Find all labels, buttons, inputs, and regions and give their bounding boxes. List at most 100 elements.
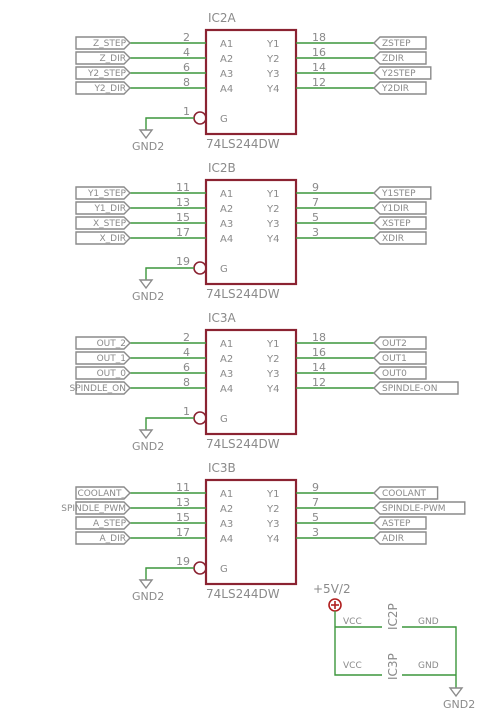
input-pin-number: 6 (183, 361, 190, 374)
output-pin-name: Y3 (266, 519, 279, 530)
output-net-label-text: OUT2 (382, 339, 407, 349)
output-pin-number: 3 (312, 226, 319, 239)
output-pin-name: Y1 (266, 489, 279, 500)
output-net-label (373, 501, 466, 515)
gnd-triangle-power (448, 687, 464, 698)
ic3p-vcc-pin: VCC (343, 661, 362, 671)
output-pin-number: 7 (312, 196, 319, 209)
enable-wire (145, 117, 194, 130)
output-pin-name: Y2 (266, 54, 279, 65)
input-pin-name: A3 (220, 219, 233, 230)
output-pin-number: 18 (312, 331, 326, 344)
output-pin-name: Y3 (266, 69, 279, 80)
input-pin-name: A3 (220, 369, 233, 380)
input-pin-name: A4 (220, 84, 233, 95)
gnd-triangle (138, 129, 154, 140)
gnd-triangle (138, 429, 154, 440)
output-pin-number: 12 (312, 76, 326, 89)
enable-pin-name: G (220, 264, 228, 275)
power-section: +5V/2 VCC GND IC2P VCC GND IC3P GND2 (313, 582, 475, 711)
enable-pin-name: G (220, 114, 228, 125)
input-net-label-text: COOLANT_ (77, 489, 126, 499)
input-net-label-text: Z_STEP (93, 39, 127, 49)
ic-value: 74LS244DW (206, 137, 280, 151)
input-net-label (75, 216, 131, 230)
input-pin-name: A1 (220, 489, 233, 500)
input-net-label-text: Y2_STEP (87, 69, 127, 79)
enable-wire (145, 567, 194, 580)
input-net-label-text: Y2_DIR (93, 84, 126, 94)
ic-name: IC3A (208, 311, 237, 325)
input-pin-number: 4 (183, 346, 190, 359)
power-wires (334, 611, 457, 688)
output-pin-number: 3 (312, 526, 319, 539)
input-pin-number: 4 (183, 46, 190, 59)
output-net-label-text: Y2DIR (381, 84, 409, 94)
output-pin-name: Y2 (266, 504, 279, 515)
input-pin-name: A4 (220, 384, 233, 395)
output-net-label-text: SPINDLE-PWM (382, 504, 446, 514)
output-pin-name: Y4 (266, 384, 279, 395)
output-net-label-text: OUT0 (382, 369, 407, 379)
output-pin-number: 5 (312, 511, 319, 524)
input-net-label (75, 381, 131, 395)
output-pin-number: 9 (312, 181, 319, 194)
output-pin-number: 16 (312, 46, 326, 59)
output-pin-number: 12 (312, 376, 326, 389)
ic-value: 74LS244DW (206, 437, 280, 451)
ic-value: 74LS244DW (206, 587, 280, 601)
input-pin-name: A4 (220, 234, 233, 245)
enable-pin-number: 19 (176, 555, 190, 568)
input-pin-number: 6 (183, 61, 190, 74)
output-net-label (373, 51, 427, 65)
output-net-label-text: OUT1 (382, 354, 407, 364)
ic-value: 74LS244DW (206, 287, 280, 301)
output-pin-number: 7 (312, 496, 319, 509)
output-net-label (373, 351, 427, 365)
enable-pin-number: 1 (183, 105, 190, 118)
supply-symbol: +5V/2 (313, 582, 351, 612)
output-net-label-text: XSTEP (382, 219, 411, 229)
output-net-label-text: ZDIR (382, 54, 404, 64)
ic-name: IC2B (208, 161, 236, 175)
input-pin-name: A2 (220, 354, 233, 365)
power-unit-ic3p: VCC GND IC3P (343, 653, 439, 680)
input-pin-number: 17 (176, 226, 190, 239)
input-pin-name: A1 (220, 339, 233, 350)
ic-body (204, 328, 298, 436)
output-pin-name: Y2 (266, 354, 279, 365)
enable-wire (145, 417, 194, 430)
input-net-label (75, 81, 131, 95)
input-pin-name: A3 (220, 69, 233, 80)
gnd-symbol-power: GND2 (443, 687, 475, 711)
input-net-label-text: Y1_STEP (87, 189, 127, 199)
input-net-label-text: X_DIR (99, 234, 126, 244)
input-pin-number: 8 (183, 76, 190, 89)
output-net-label (373, 36, 427, 50)
gnd-label-power: GND2 (443, 698, 475, 711)
output-pin-name: Y1 (266, 339, 279, 350)
input-net-label-text: A_DIR (100, 534, 127, 544)
output-net-label (373, 486, 439, 500)
gnd-triangle (138, 279, 154, 290)
input-net-label-text: OUT_0 (97, 369, 127, 379)
output-pin-name: Y1 (266, 189, 279, 200)
output-net-label-text: COOLANT (382, 489, 427, 499)
output-net-label-text: ASTEP (382, 519, 411, 529)
input-net-label (75, 531, 131, 545)
input-pin-number: 2 (183, 331, 190, 344)
output-pin-number: 16 (312, 346, 326, 359)
output-net-label (373, 336, 427, 350)
input-pin-number: 11 (176, 181, 190, 194)
gnd-label: GND2 (132, 140, 164, 153)
output-pin-number: 14 (312, 61, 326, 74)
output-net-label-text: ADIR (382, 534, 404, 544)
input-net-label (75, 66, 131, 80)
input-pin-name: A4 (220, 534, 233, 545)
output-pin-number: 18 (312, 31, 326, 44)
output-net-label (373, 231, 427, 245)
